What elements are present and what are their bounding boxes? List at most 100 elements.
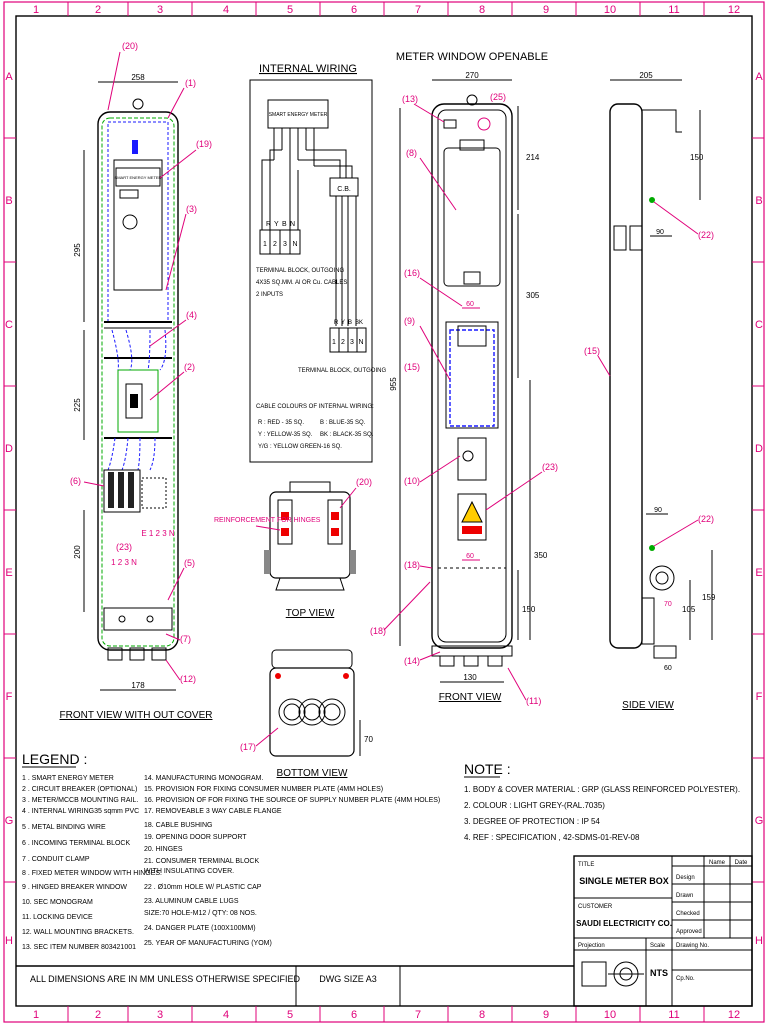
legend-item: 4 . INTERNAL WIRING35 sqmm PVC [22, 808, 139, 815]
col-label: 9 [543, 4, 549, 16]
dim-270: 270 [465, 71, 479, 80]
dims-note: ALL DIMENSIONS ARE IN MM UNLESS OTHERWIS… [30, 974, 301, 984]
legend-item: 24. DANGER PLATE (100X100MM) [144, 925, 256, 932]
dim-214: 214 [526, 153, 540, 162]
callout-2: (2) [184, 362, 195, 372]
note-3: 3. DEGREE OF PROTECTION : IP 54 [464, 817, 600, 826]
col-label: 7 [415, 4, 421, 16]
phase2-r: R [334, 320, 339, 326]
legend-item: 25. YEAR OF MANUFACTURING (YOM) [144, 940, 272, 947]
col-label: 11 [668, 4, 679, 16]
view-title-side: SIDE VIEW [622, 700, 674, 711]
row-label: D [755, 443, 763, 455]
dim-70b: 70 [364, 735, 373, 744]
row-label: H [5, 935, 13, 947]
note-2: 2. COLOUR : LIGHT GREY-(RAL.7035) [464, 801, 605, 810]
col-label: 9 [543, 1009, 549, 1021]
view-title-front-no-cover: FRONT VIEW WITH OUT COVER [60, 710, 213, 721]
dim-200: 200 [73, 545, 82, 559]
view-title-bottom: BOTTOM VIEW [277, 768, 348, 779]
callout-20b: (20) [356, 477, 372, 487]
tb-projection: Projection [578, 943, 605, 949]
grid-top: 1 2 3 4 5 6 7 8 9 10 11 12 [33, 2, 740, 16]
legend-item: 2 . CIRCUIT BREAKER (OPTIONAL) [22, 786, 137, 793]
col-label: 5 [287, 1009, 293, 1021]
front-terminal-labels-2: 1 2 3 N [111, 558, 137, 567]
phase2-b: B [348, 320, 352, 326]
legend-item: 21. CONSUMER TERMINAL BLOCK [144, 858, 259, 865]
tb-title-label: TITLE [578, 862, 594, 868]
grid-rows: A B C D E F G H A B C D E F G H [4, 71, 764, 947]
title-block [573, 855, 753, 1007]
outgoing-label-3: 2 INPUTS [256, 292, 283, 298]
terminal2-n: N [358, 339, 363, 346]
tb-drawing-no: Drawing No. [676, 943, 709, 949]
row-label: C [5, 319, 13, 331]
phase-n: N [290, 221, 295, 228]
callout-16: (16) [404, 268, 420, 278]
phase2-y: Y [341, 320, 345, 326]
terminal2-3: 3 [350, 339, 354, 346]
col-label: 6 [351, 4, 357, 16]
terminal2-1: 1 [332, 339, 336, 346]
legend-item: 17. REMOVEABLE 3 WAY CABLE FLANGE [144, 808, 282, 815]
row-label: F [756, 691, 763, 703]
phase-y: Y [274, 221, 279, 228]
row-label: C [755, 319, 763, 331]
tb-customer: SAUDI ELECTRICITY CO. [576, 919, 672, 928]
callout-25: (25) [490, 92, 506, 102]
legend-item: 3 . METER/MCCB MOUNTING RAIL. [22, 797, 138, 804]
col-label: 1 [33, 4, 39, 16]
tb-approved: Approved [676, 929, 702, 935]
colour-b: B : BLUE-35 SQ. [320, 420, 366, 426]
dim-70: 70 [664, 601, 672, 608]
tb-scale-value: NTS [650, 968, 668, 978]
legend-title: LEGEND : [22, 751, 87, 767]
callout-12: (12) [180, 674, 196, 684]
col-label: 3 [157, 4, 163, 16]
legend-item: 15. PROVISION FOR FIXING CONSUMER NUMBER… [144, 786, 383, 793]
dim-90b: 90 [654, 507, 662, 514]
tb-title: SINGLE METER BOX [579, 876, 669, 886]
callout-15: (15) [404, 362, 420, 372]
row-label: B [755, 195, 762, 207]
callout-14: (14) [404, 656, 420, 666]
row-label: F [6, 691, 13, 703]
dim-178: 178 [131, 681, 145, 690]
tb-cp-no: Cp.No. [676, 976, 695, 982]
callout-6: (6) [70, 476, 81, 486]
tb-customer-label: CUSTOMER [578, 904, 613, 910]
bottom-view: 70 (17) BOTTOM VIEW [240, 649, 373, 779]
dim-60a: 60 [466, 301, 474, 308]
tb-date-hdr: Date [735, 860, 748, 866]
col-label: 12 [728, 1009, 740, 1021]
row-label: G [5, 815, 14, 827]
notes: NOTE : 1. BODY & COVER MATERIAL : GRP (G… [464, 761, 740, 842]
row-label: D [5, 443, 13, 455]
note-title: NOTE : [464, 761, 511, 777]
dim-150s: 150 [690, 153, 704, 162]
legend-item: 7 . CONDUIT CLAMP [22, 856, 90, 863]
callout-9: (9) [404, 316, 415, 326]
dim-295: 295 [73, 243, 82, 257]
col-label: 7 [415, 1009, 421, 1021]
legend-item: 14. MANUFACTURING MONOGRAM. [144, 775, 263, 782]
meter-label-small: SMART ENERGY METER [115, 175, 162, 180]
col-label: 3 [157, 1009, 163, 1021]
terminal-n: N [292, 241, 297, 248]
dim-225: 225 [73, 398, 82, 412]
callout-15b: (15) [584, 346, 600, 356]
title-block-text: TITLE SINGLE METER BOX CUSTOMER SAUDI EL… [576, 860, 748, 982]
legend-item: 16. PROVISION OF FOR FIXING THE SOURCE O… [144, 797, 440, 804]
row-label: G [755, 815, 764, 827]
row-label: E [5, 567, 12, 579]
legend-item: 19. OPENING DOOR SUPPORT [144, 834, 247, 841]
dim-305: 305 [526, 291, 540, 300]
top-view: (20) REINFORCEMENT FOR HINGES TOP VIEW [214, 477, 372, 619]
callout-17: (17) [240, 742, 256, 752]
note-1: 1. BODY & COVER MATERIAL : GRP (GLASS RE… [464, 785, 740, 794]
tb-name-hdr: Name [709, 860, 726, 866]
callout-4: (4) [186, 310, 197, 320]
tb-drawn: Drawn [676, 893, 693, 899]
